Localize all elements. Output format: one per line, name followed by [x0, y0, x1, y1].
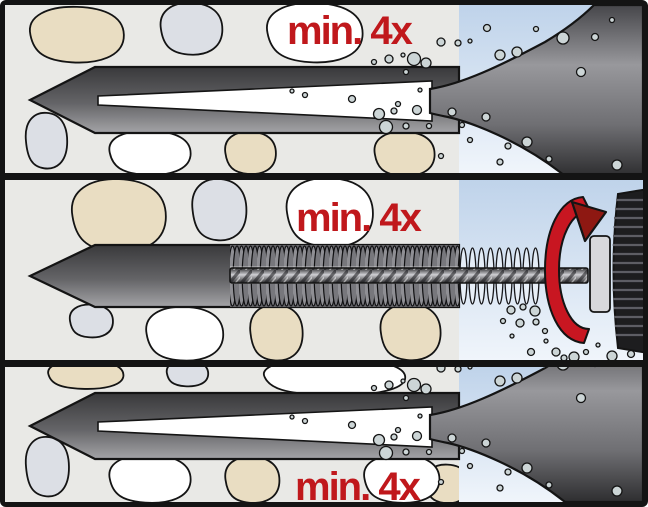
- panel-step-2-brush: min. 4x: [5, 180, 643, 360]
- rotation-arrow-band: [544, 196, 591, 344]
- aggregate-stone: [108, 129, 192, 173]
- dust-particles: [370, 16, 623, 171]
- rotation-arrow-icon: [544, 196, 608, 344]
- aggregate-stone: [69, 304, 114, 338]
- hole-air-channel: [97, 80, 433, 122]
- aggregate-stone: [224, 131, 277, 173]
- aggregate-stone: [249, 304, 304, 360]
- aggregate-stone: [24, 436, 70, 498]
- aggregate-stone: [28, 5, 125, 64]
- aggregate-stone: [159, 5, 224, 56]
- aggregate-stone: [373, 131, 436, 173]
- aggregate-stone: [191, 180, 248, 242]
- panel-step-3-blow-out: min. 4x: [5, 367, 643, 507]
- brush-shaft-twist: [229, 267, 589, 284]
- dust-particles: [499, 303, 636, 360]
- min-4x-label-step2: min. 4x: [296, 196, 422, 240]
- aggregate-stone: [70, 180, 167, 253]
- dust-particles-in-hole: [289, 87, 423, 108]
- blow-out-pump-icon: [428, 5, 643, 173]
- min-4x-label-step3: min. 4x: [295, 465, 421, 507]
- aggregate-stone: [224, 456, 281, 502]
- min-4x-label-step1: min. 4x: [287, 9, 413, 53]
- aggregate-stone: [24, 112, 68, 170]
- brush-hub: [589, 235, 611, 313]
- aggregate-stone: [145, 305, 225, 360]
- aggregate-stone: [108, 453, 192, 502]
- aggregate-stone: [379, 303, 442, 360]
- rotation-arrow-head: [570, 200, 608, 243]
- panel-step-1-blow-out: min. 4x: [5, 5, 643, 173]
- blow-out-scene: [27, 5, 643, 173]
- handle-knurling: [612, 198, 643, 337]
- wire-brush-icon: [229, 188, 643, 354]
